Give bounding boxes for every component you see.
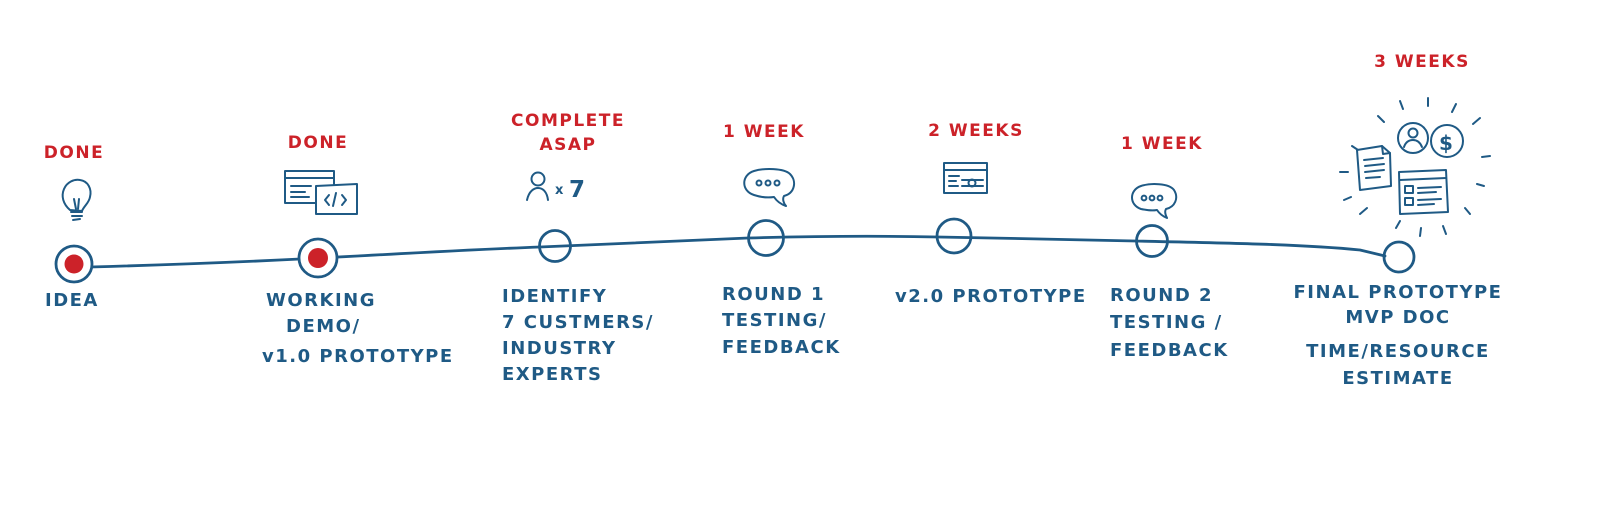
done-dot bbox=[64, 254, 84, 274]
milestone-label: EXPERTS bbox=[502, 364, 602, 385]
milestone-label: v1.0 PROTOTYPE bbox=[262, 346, 454, 367]
milestone-label: INDUSTRY bbox=[502, 338, 616, 359]
milestone-label: FEEDBACK bbox=[1110, 340, 1229, 361]
milestone-label: ROUND 1 bbox=[722, 284, 825, 305]
milestone-status: 1 WEEK bbox=[723, 122, 805, 142]
timeline-line bbox=[88, 234, 1387, 269]
person-icon bbox=[526, 171, 549, 201]
node-working-demo bbox=[297, 237, 339, 279]
milestone-label: v2.0 PROTOTYPE bbox=[895, 286, 1087, 307]
node-identify bbox=[538, 229, 572, 263]
speech-bubble-icon bbox=[1131, 183, 1178, 219]
deliverables-burst-icon bbox=[1339, 97, 1491, 237]
milestone-label: ROUND 2 bbox=[1110, 285, 1213, 306]
milestone-status: 1 WEEK bbox=[1121, 134, 1203, 154]
milestone-label: MVP DOC bbox=[1345, 307, 1450, 328]
person-count: 7 bbox=[569, 177, 587, 203]
milestone-label: ESTIMATE bbox=[1342, 368, 1453, 389]
node-final bbox=[1382, 240, 1416, 274]
person-count-prefix: x bbox=[555, 183, 565, 198]
node-round2 bbox=[1135, 224, 1169, 258]
milestone-label: IDENTIFY bbox=[502, 286, 607, 307]
speech-bubble-icon bbox=[743, 168, 796, 207]
browser-window-icon bbox=[943, 162, 988, 194]
milestone-label: TIME/RESOURCE bbox=[1306, 341, 1490, 362]
lightbulb-icon bbox=[61, 178, 92, 221]
code-window-icon bbox=[284, 170, 358, 215]
milestone-status: DONE bbox=[44, 143, 104, 163]
milestone-label: IDEA bbox=[45, 290, 99, 311]
dollar-sign: $ bbox=[1439, 131, 1454, 155]
milestone-label: TESTING / bbox=[1110, 312, 1223, 333]
milestone-label: WORKING bbox=[266, 290, 376, 311]
done-dot bbox=[308, 248, 328, 268]
node-idea bbox=[54, 244, 94, 284]
milestone-status: 3 WEEKS bbox=[1374, 52, 1470, 72]
milestone-label: 7 CUSTMERS/ bbox=[502, 312, 654, 333]
milestone-label: TESTING/ bbox=[722, 310, 827, 331]
node-round1 bbox=[747, 219, 785, 257]
node-v2 bbox=[935, 217, 973, 255]
milestone-label: FINAL PROTOTYPE bbox=[1294, 282, 1503, 303]
milestone-label: FEEDBACK bbox=[722, 337, 841, 358]
milestone-status: COMPLETE bbox=[511, 111, 625, 131]
milestone-status: ASAP bbox=[539, 135, 596, 155]
milestone-status: DONE bbox=[288, 133, 348, 153]
milestone-label: DEMO/ bbox=[286, 316, 361, 337]
milestone-status: 2 WEEKS bbox=[928, 121, 1024, 141]
